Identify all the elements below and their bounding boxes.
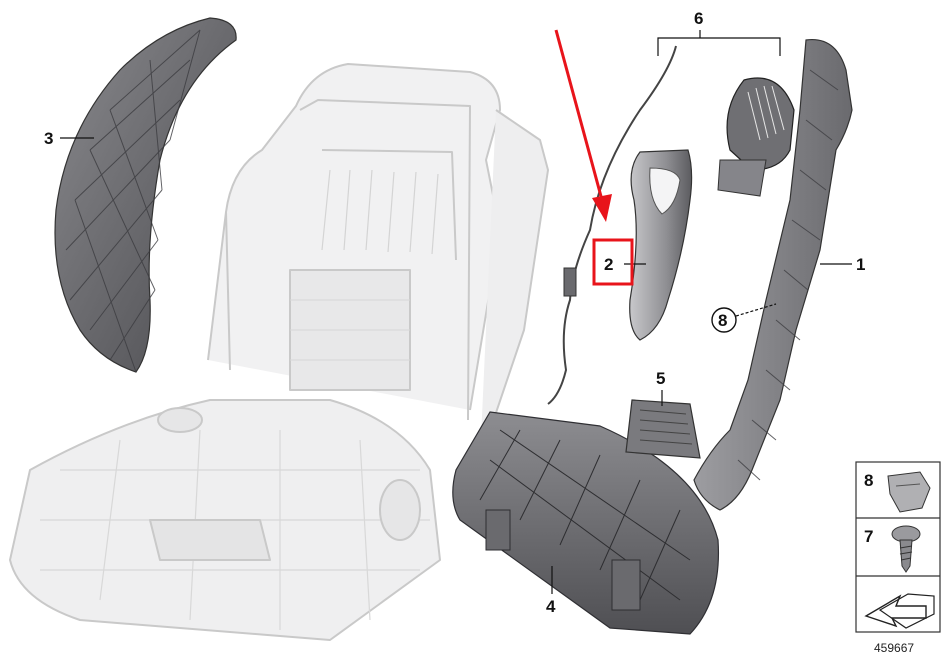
part-5-bracket — [625, 399, 701, 459]
part-6-cable-unit — [547, 45, 795, 405]
legend-item-7: 7 — [864, 527, 873, 546]
callout-8-inline: 8 — [711, 303, 777, 333]
arrow-icon — [554, 29, 612, 222]
screw-icon — [891, 525, 921, 573]
part-2-highlight-box — [592, 238, 634, 286]
callout-4: 4 — [546, 597, 556, 616]
clip-icon — [887, 471, 931, 513]
reference-number: 459667 — [874, 641, 914, 655]
part-4-back-panel — [452, 411, 720, 635]
callout-1: 1 — [856, 255, 865, 274]
callout-2: 2 — [604, 255, 613, 274]
part-6-bracket-leader — [657, 30, 781, 56]
legend-item-8: 8 — [864, 471, 873, 490]
part-3-side-trim — [54, 17, 237, 373]
fastener-legend: 8 7 — [855, 461, 941, 633]
callout-6: 6 — [694, 9, 703, 28]
callout-3: 3 — [44, 129, 53, 148]
part-2-side-cover — [629, 149, 693, 341]
part-1-side-trim — [693, 38, 853, 511]
direction-arrow-icon — [864, 593, 935, 629]
svg-text:8: 8 — [718, 311, 727, 330]
seat-frame — [9, 63, 549, 641]
callout-5: 5 — [656, 369, 665, 388]
